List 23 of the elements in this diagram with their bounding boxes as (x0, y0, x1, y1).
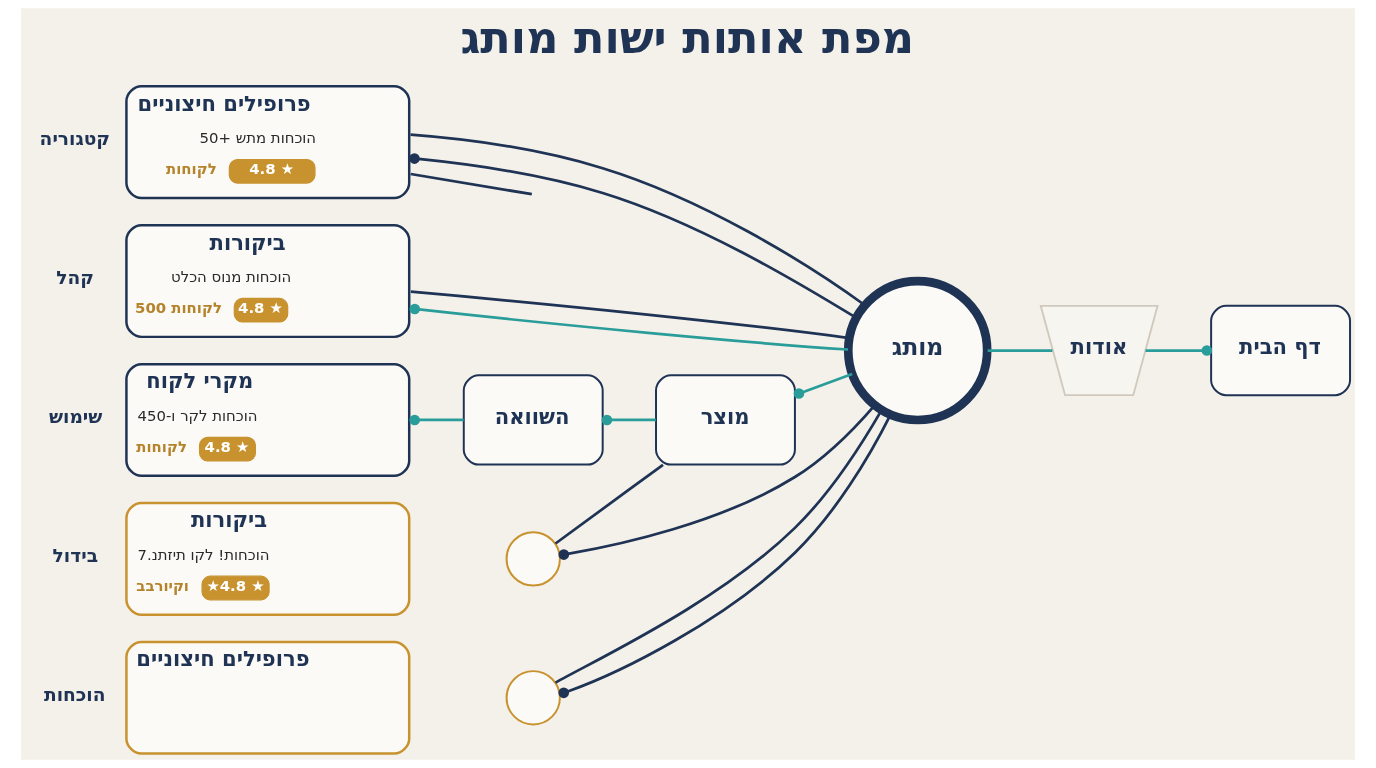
connector (987, 349, 1053, 352)
connector (601, 414, 656, 426)
connector (558, 404, 876, 560)
node-circle (505, 670, 561, 726)
connector (410, 133, 866, 307)
diagram-title: מפת אותות ישות מותג (460, 11, 915, 64)
node-label: שימוש (48, 406, 103, 428)
node-circle: מותג (843, 276, 992, 425)
connector (793, 372, 853, 399)
node-box: השוואה (462, 374, 604, 466)
connector (409, 414, 464, 426)
node-circle (505, 531, 561, 587)
node-box: דף הבית (1210, 304, 1352, 397)
connector (410, 172, 533, 196)
connector (1145, 345, 1213, 356)
connector (409, 303, 849, 351)
node-label: קטגוריה (39, 128, 111, 150)
node-label: בידול (52, 544, 99, 566)
node-label: הוכחות (43, 683, 106, 705)
node-label: קהל (56, 267, 95, 289)
connector (409, 153, 857, 319)
connector (554, 463, 664, 545)
node-box: מוצר (655, 374, 796, 466)
